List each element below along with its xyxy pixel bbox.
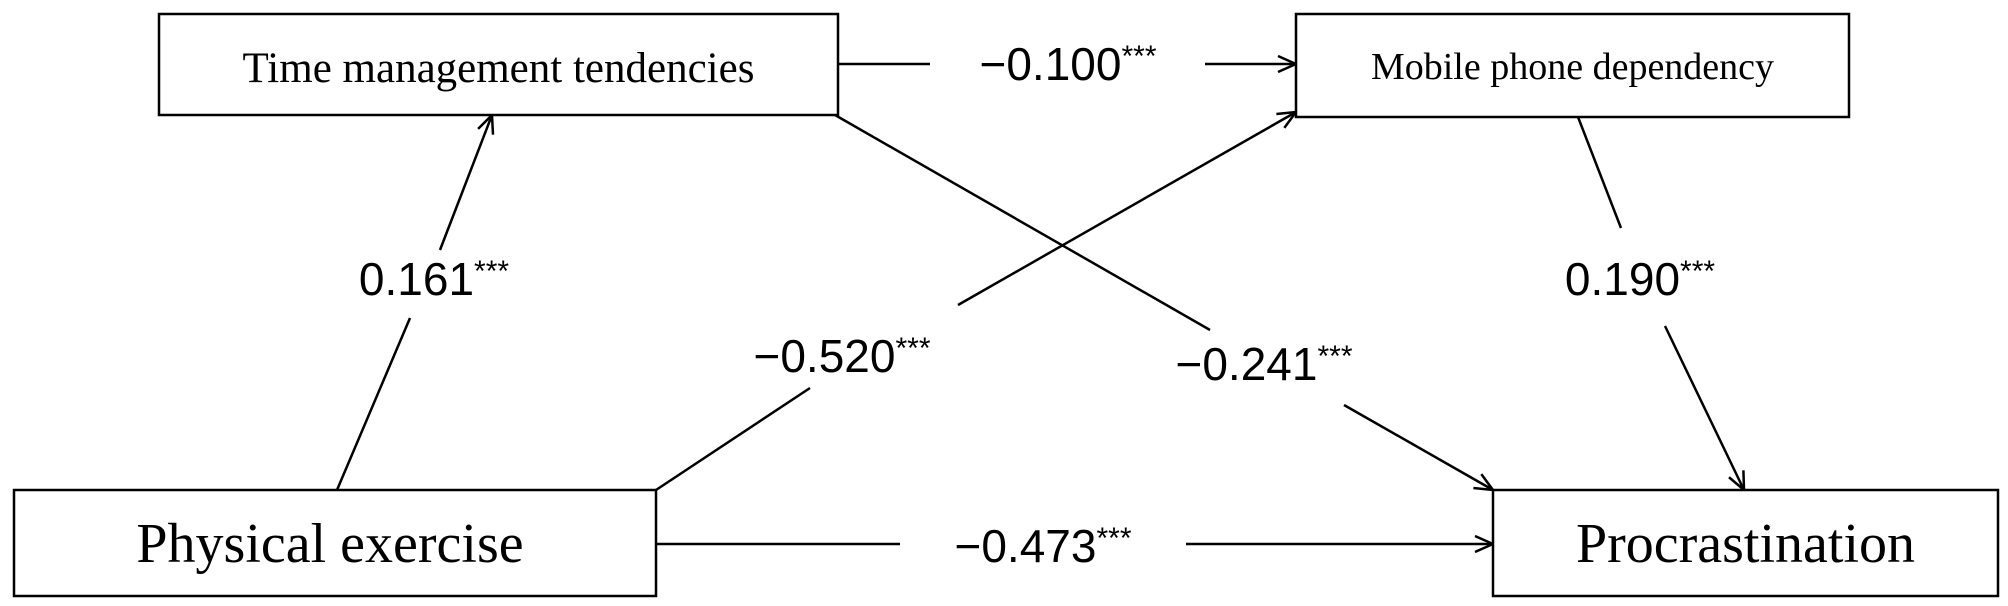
arrow-pe-to-mp-upper [957, 112, 1296, 307]
coef-pe-to-tm-value: 0.161 [359, 253, 474, 305]
arrow-pe-to-tm-lower [335, 317, 412, 491]
node-procrastination-box [1491, 488, 2000, 598]
node-procrastination: Procrastination [1491, 488, 2000, 598]
coef-pe-to-tm-sig: *** [474, 255, 509, 288]
node-mobile-phone-box [1294, 12, 1851, 119]
node-time-management-box [157, 12, 840, 117]
node-physical-exercise-label: Physical exercise [136, 513, 523, 575]
coef-mp-to-pr-sig: *** [1680, 255, 1715, 288]
node-procrastination-label: Procrastination [1576, 513, 1915, 575]
coef-mp-to-pr-value: 0.190 [1565, 253, 1680, 305]
arrow-tm-to-pr-lower [1343, 403, 1493, 490]
coef-pe-to-mp-value: −0.520 [753, 330, 895, 382]
node-time-management: Time management tendencies [157, 12, 840, 117]
coef-tm-to-mp-sig: *** [1121, 40, 1156, 73]
arrow-pe-to-mp-lower [655, 386, 811, 492]
coef-pe-to-mp: −0.520*** [753, 330, 930, 382]
node-physical-exercise-box [12, 488, 658, 598]
arrow-tm-to-pr-upper [834, 113, 1211, 332]
coef-tm-to-mp-value: −0.100 [979, 38, 1121, 90]
coef-mp-to-pr: 0.190*** [1565, 253, 1715, 305]
coef-tm-to-pr-sig: *** [1317, 340, 1352, 373]
coef-pe-to-tm: 0.161*** [359, 253, 509, 305]
arrow-mp-to-pr-upper [1576, 116, 1623, 229]
arrow-mp-to-pr-lower [1663, 325, 1744, 490]
coef-tm-to-pr: −0.241*** [1175, 338, 1352, 390]
node-mobile-phone-label: Mobile phone dependency [1371, 46, 1774, 88]
coef-tm-to-mp: −0.100*** [979, 38, 1156, 90]
coef-pe-to-pr: −0.473*** [954, 520, 1131, 572]
arrow-pe-to-tm-upper [438, 115, 492, 251]
node-physical-exercise: Physical exercise [12, 488, 658, 598]
node-mobile-phone: Mobile phone dependency [1294, 12, 1851, 119]
node-time-management-label: Time management tendencies [243, 45, 755, 92]
coef-tm-to-pr-value: −0.241 [1175, 338, 1317, 390]
coef-pe-to-mp-sig: *** [895, 332, 930, 365]
coef-pe-to-pr-sig: *** [1096, 522, 1131, 555]
coef-pe-to-pr-value: −0.473 [954, 520, 1096, 572]
